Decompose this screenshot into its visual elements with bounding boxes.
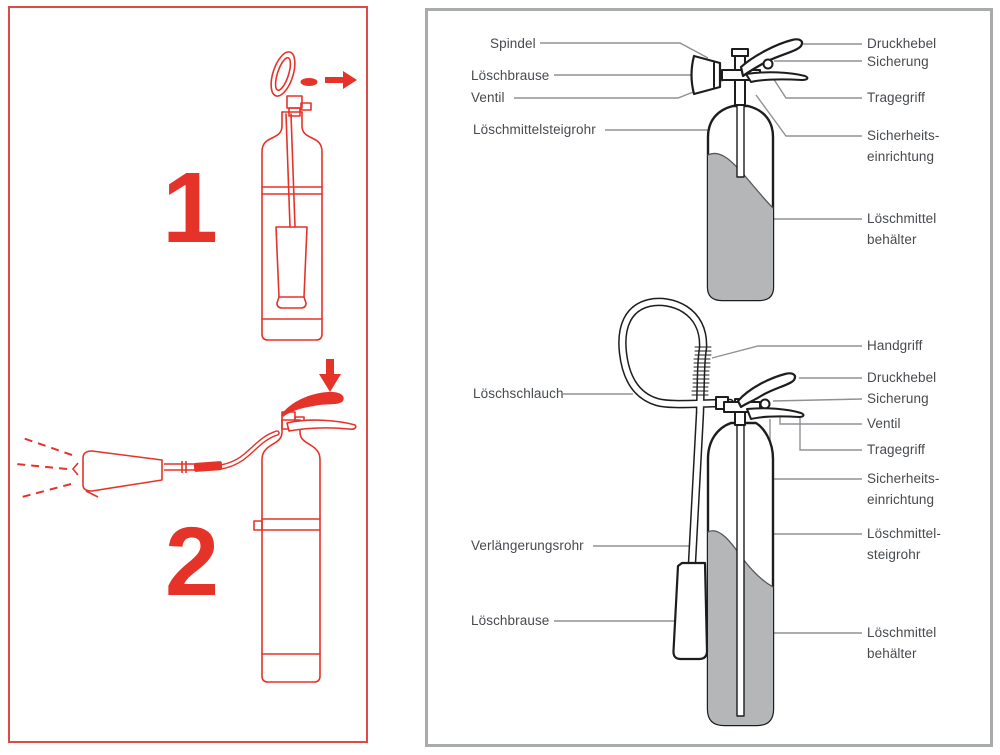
hose-loop <box>618 297 735 568</box>
label-druckhebel-2: Druckhebel <box>867 370 937 385</box>
horn-part <box>672 561 709 661</box>
carry-handle-part <box>745 71 809 83</box>
label-druckhebel: Druckhebel <box>867 36 937 51</box>
label-verlaengerungsrohr: Verlängerungsrohr <box>471 538 584 553</box>
usage-illustration <box>15 51 357 683</box>
label-loeschmittelbehaelter-2: Löschmittel behälter <box>867 625 937 661</box>
pull-pin-and-arrow <box>300 71 357 89</box>
label-ventil: Ventil <box>471 90 505 105</box>
safety-ring <box>270 51 296 97</box>
label-loeschbrause-2: Löschbrause <box>471 613 550 628</box>
arrow-right-icon <box>325 71 357 89</box>
label-tragegriff-2: Tragegriff <box>867 442 926 457</box>
horn-part <box>690 54 722 96</box>
label-loeschmittelbehaelter: Löschmittel behälter <box>867 211 937 247</box>
step-2-number: 2 <box>165 507 219 616</box>
bottom-extinguisher-drawing <box>618 297 805 727</box>
arrow-down-icon <box>319 359 341 392</box>
label-sicherheitseinrichtung: Sicherheits- einrichtung <box>867 128 940 164</box>
press-lever-part <box>736 372 797 409</box>
hose-and-horn <box>82 430 280 498</box>
label-loeschmittelsteigrohr-2: Löschmittel- steigrohr <box>867 526 941 562</box>
step1-extinguisher-outline <box>261 51 323 341</box>
label-sicherheitseinrichtung-2: Sicherheits- einrichtung <box>867 471 940 507</box>
label-loeschschlauch: Löschschlauch <box>473 386 564 401</box>
label-handgriff: Handgriff <box>867 338 923 353</box>
carry-handle-part <box>746 407 805 420</box>
safety-pin-part <box>759 398 771 410</box>
top-extinguisher-drawing <box>690 38 809 302</box>
label-ventil-2: Ventil <box>867 416 901 431</box>
label-sicherung-2: Sicherung <box>867 391 929 406</box>
step-1-number: 1 <box>162 152 218 264</box>
label-loeschmittelsteigrohr: Löschmittelsteigrohr <box>473 122 596 137</box>
handgrip-ribs <box>691 346 712 396</box>
parts-diagram-panel: Spindel Löschbrause Ventil Löschmittelst… <box>425 8 993 747</box>
press-lever-part <box>739 38 804 78</box>
safety-pin-part <box>762 58 774 70</box>
leader-lines-top <box>514 42 862 220</box>
step2-extinguisher-outline <box>253 411 357 683</box>
discharge-horn <box>82 450 163 492</box>
label-spindel: Spindel <box>490 36 536 51</box>
label-sicherung: Sicherung <box>867 54 929 69</box>
pin-icon <box>300 78 318 86</box>
label-tragegriff: Tragegriff <box>867 90 926 105</box>
label-loeschbrause: Löschbrause <box>471 68 550 83</box>
parts-illustration <box>514 38 863 727</box>
siphon-tube <box>736 102 745 178</box>
usage-instructions-panel: 1 2 <box>8 6 368 743</box>
spindle-part <box>731 48 749 57</box>
siphon-tube <box>736 414 745 717</box>
spray-dashes <box>15 436 79 498</box>
pressed-lever <box>281 391 344 417</box>
